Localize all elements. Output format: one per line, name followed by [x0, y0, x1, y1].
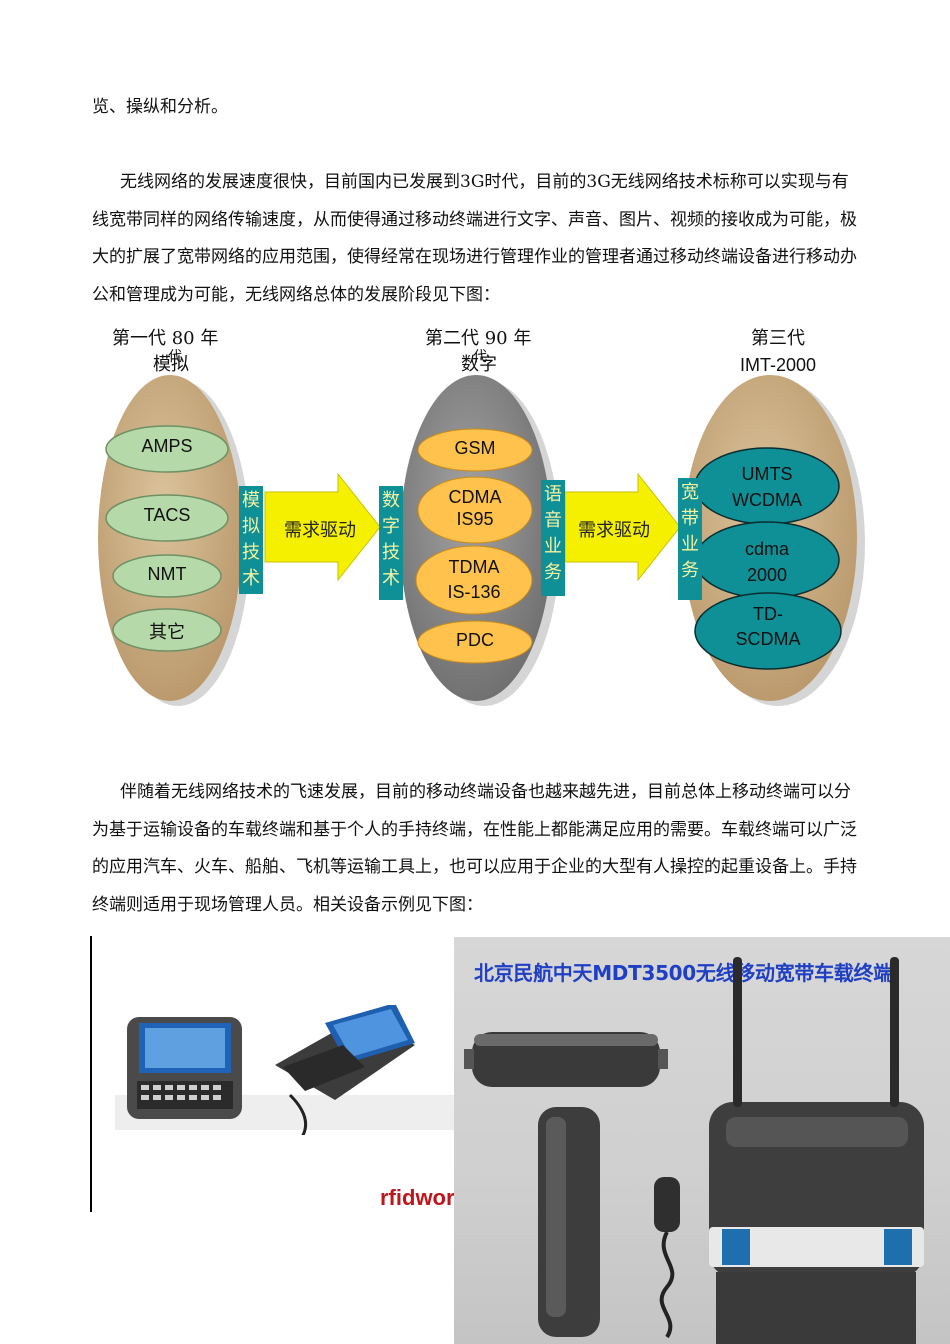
gen2-label: 第二代 90 年 代 数字 [425, 326, 565, 378]
vehicle-terminal-image [464, 957, 924, 1344]
watermark-text: rfidwor [380, 1185, 455, 1210]
gen3-label: 第三代 IMT-2000 [708, 326, 848, 378]
arrow-1-label: 需求驱动 [284, 520, 356, 541]
paragraph-mobile-terminals: 伴随着无线网络技术的飞速发展，目前的移动终端设备也越来越先进，目前总体上移动终端… [92, 782, 857, 915]
paragraph-continuation: 览、操纵和分析。 [92, 97, 228, 117]
arrow-1 [264, 472, 381, 582]
item-td-scdma: TD- SCDMA [735, 604, 801, 649]
vehicle-terminal-photo: 北京民航中天MDT3500无线移动宽带车载终端 [454, 937, 950, 1344]
diagram-shapes [98, 375, 865, 706]
bar-analog-tech: 模 拟 技 术 [239, 486, 263, 594]
gen1-title: 第一代 80 年 [112, 328, 219, 349]
item-cdma: CDMA IS95 [448, 487, 502, 529]
item-pdc: PDC [455, 630, 494, 650]
gen2-subtitle: 数字 [461, 354, 497, 375]
handheld-devices-image [115, 1005, 455, 1135]
gen1-label: 第一代 80 年 代 模拟 [112, 326, 242, 378]
gen1-title-overflow: 代 [168, 349, 182, 365]
gen3-subtitle: IMT-2000 [739, 355, 817, 375]
vehicle-terminal-title: 北京民航中天MDT3500无线移动宽带车载终端 [474, 961, 893, 985]
item-other: 其它 [149, 622, 185, 643]
gen2-title: 第二代 90 年 [425, 328, 532, 349]
item-amps: AMPS [141, 436, 193, 456]
item-nmt: NMT [147, 564, 187, 584]
bar-digital-tech: 数 字 技 术 [379, 486, 403, 600]
wireless-generations-diagram: 第一代 80 年 代 模拟 第二代 90 年 代 数字 第三代 IMT-2000… [0, 320, 950, 740]
item-gsm: GSM [454, 438, 496, 458]
item-tdma: TDMA IS-136 [447, 557, 501, 602]
arrow-2-label: 需求驱动 [578, 520, 650, 541]
gen2-title-overflow: 代 [473, 349, 487, 365]
gen3-title: 第三代 [751, 328, 805, 349]
paragraph-wireless-network: 无线网络的发展速度很快，目前国内已发展到3G时代，目前的3G无线网络技术标称可以… [92, 172, 857, 305]
item-cdma2000: cdma 2000 [744, 539, 789, 585]
arrow-2 [564, 472, 681, 582]
photo-left-border [90, 936, 92, 1212]
item-tacs: TACS [143, 505, 191, 525]
gen1-subtitle: 模拟 [153, 354, 189, 375]
bar-voice-service: 语 音 业 务 [541, 480, 565, 596]
item-umts: UMTS WCDMA [732, 464, 802, 510]
bar-broadband-service: 宽 带 业 务 [678, 478, 702, 600]
